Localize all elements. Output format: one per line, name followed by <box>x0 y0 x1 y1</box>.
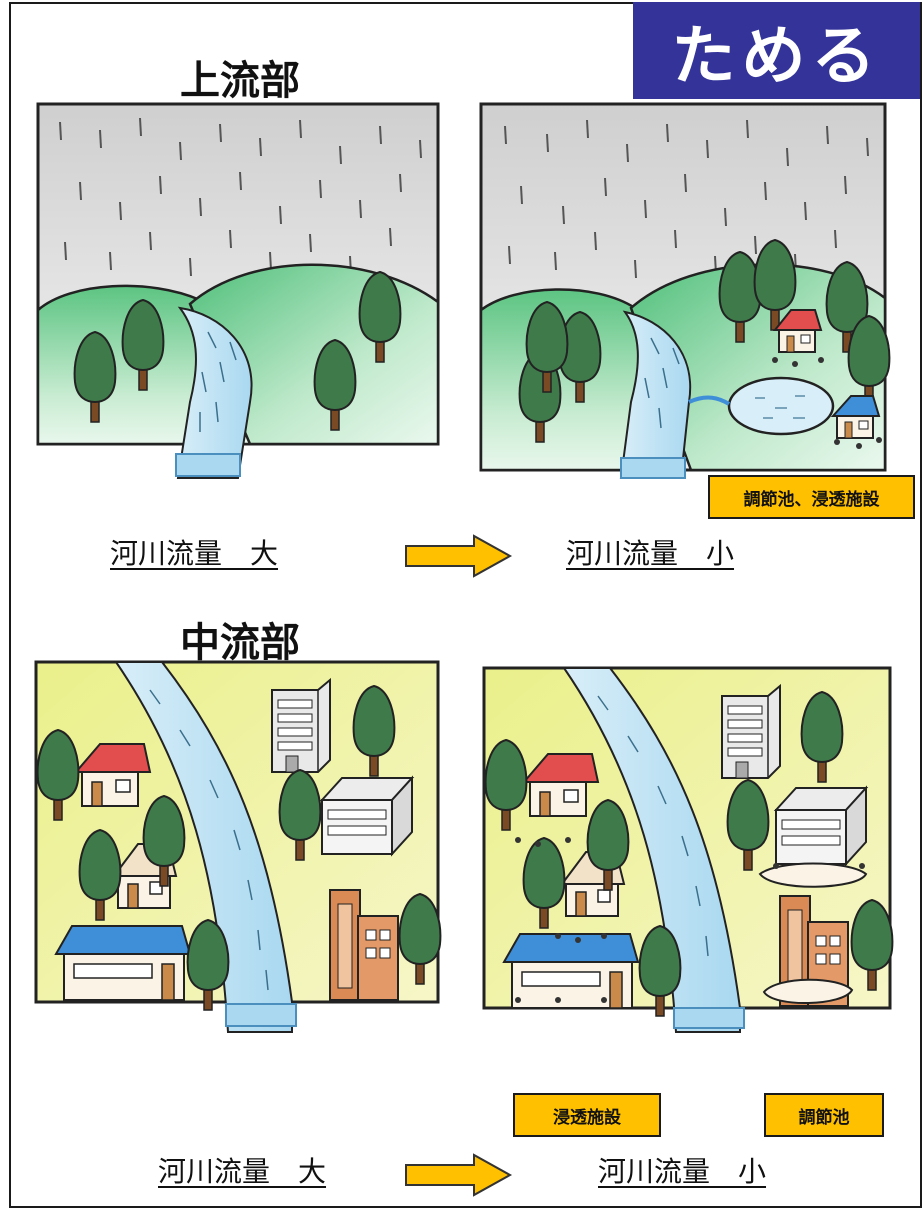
diagram-frame <box>9 2 922 1208</box>
midstream-before-illustration <box>34 660 442 1033</box>
midstream-title: 中流部 <box>180 620 300 666</box>
midstream-after-illustration <box>482 666 894 1033</box>
upstream-after-flow: 河川流量 小 <box>566 537 735 570</box>
midstream-arrow <box>405 1153 513 1197</box>
midstream-after-flow: 河川流量 小 <box>598 1155 767 1188</box>
tameru-badge: ためる <box>633 2 920 99</box>
midstream-infiltration-label: 浸透施設 <box>513 1093 661 1137</box>
upstream-after-illustration <box>479 102 891 479</box>
upstream-before-flow: 河川流量 大 <box>110 537 279 570</box>
upstream-arrow <box>405 534 513 578</box>
upstream-before-illustration <box>36 102 440 479</box>
midstream-detention-label: 調節池 <box>764 1093 884 1137</box>
midstream-before-flow: 河川流量 大 <box>158 1155 327 1188</box>
upstream-facility-label: 調節池、浸透施設 <box>708 475 915 519</box>
upstream-title: 上流部 <box>180 58 300 104</box>
